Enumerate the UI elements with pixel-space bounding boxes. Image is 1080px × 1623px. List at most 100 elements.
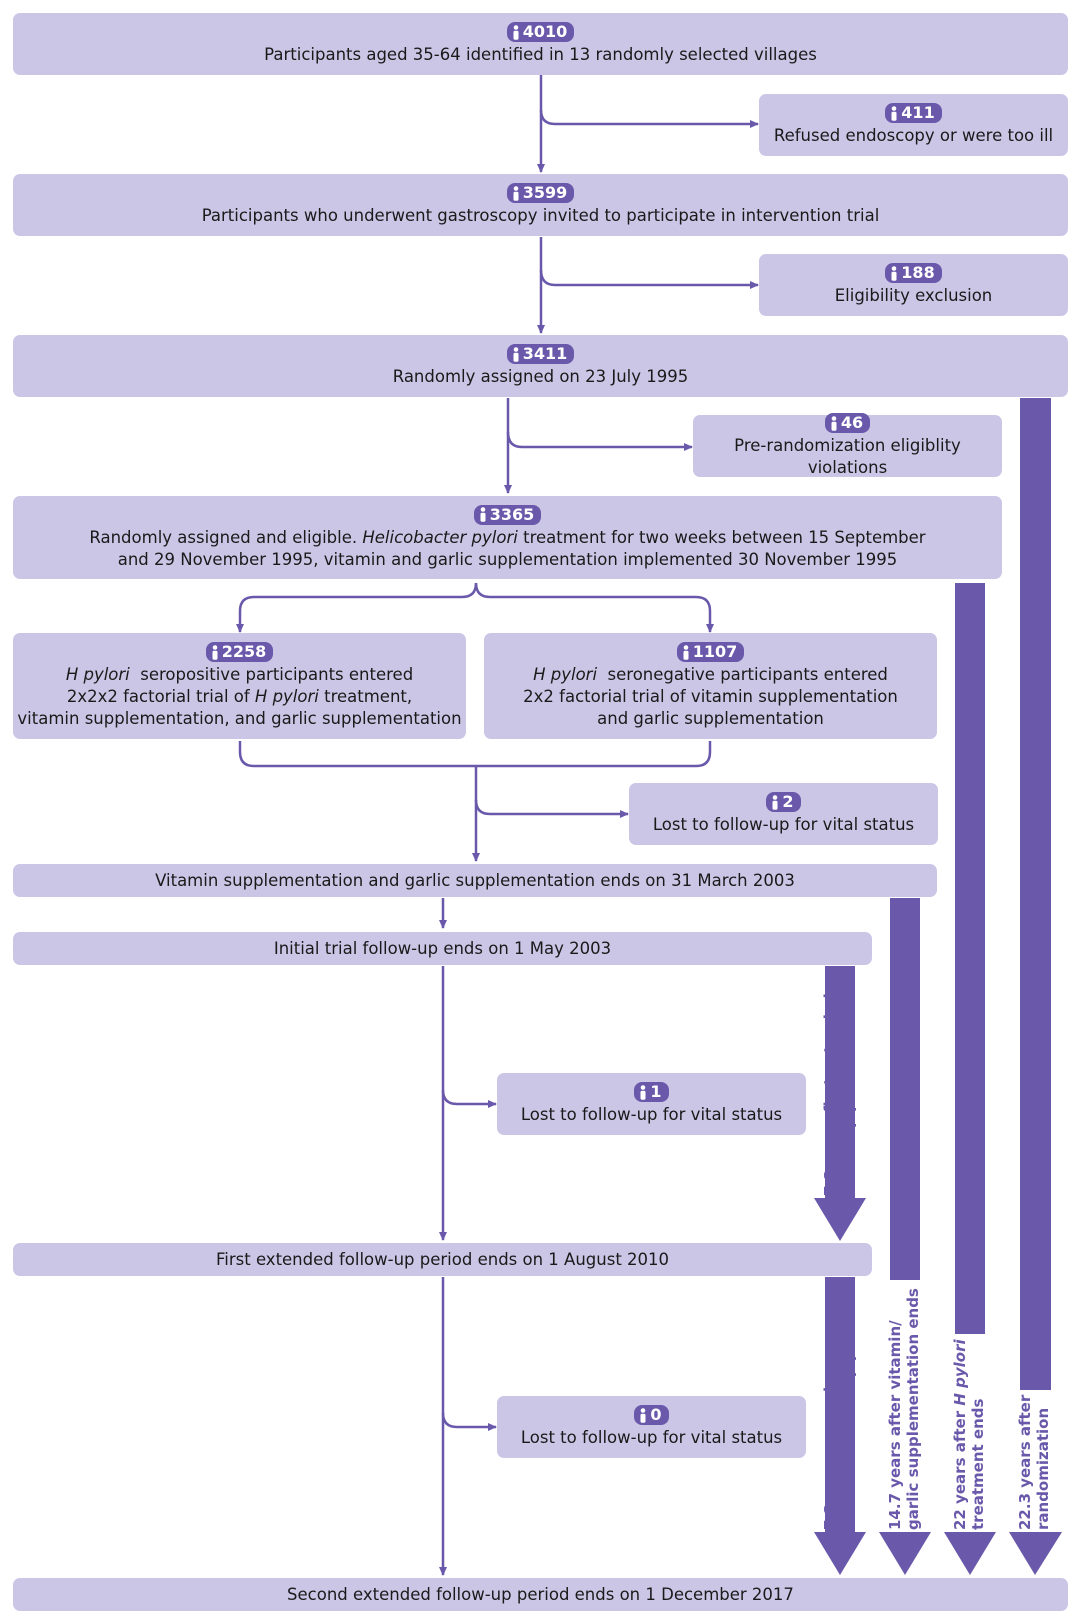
person-icon	[891, 265, 897, 281]
count-badge: 4010	[506, 22, 575, 42]
arrow-to-lost-2	[474, 799, 629, 818]
box-supplementation-ends: Vitamin supplementation and garlic suppl…	[13, 864, 937, 897]
count-badge: 3365	[473, 504, 542, 525]
box-second-extended-ends: Second extended follow-up period ends on…	[13, 1578, 1068, 1611]
box-text: Lost to follow-up for vital status	[520, 1428, 783, 1447]
box-lost-followup-2: 2 Lost to follow-up for vital status	[629, 783, 938, 845]
label-line: treatment ends	[969, 1398, 987, 1530]
count-badge: 1	[634, 1082, 669, 1102]
box-text: Randomly assigned on 23 July 1995	[392, 367, 689, 386]
box-text: Participants aged 35-64 identified in 13…	[264, 45, 817, 64]
count-value: 4010	[522, 22, 568, 41]
text-segment-italic: H pylori	[533, 665, 598, 684]
period-label-vitamin-garlic: 14.7 years after vitamin/ garlic supplem…	[886, 1288, 922, 1530]
box-text: Participants who underwent gastroscopy i…	[201, 206, 880, 225]
arrow-to-46	[506, 431, 693, 451]
person-icon	[891, 105, 897, 121]
split-connector	[236, 582, 478, 633]
period-label-h-pylori: 22 years after H pylori treatment ends	[951, 1339, 987, 1530]
text-segment-italic: H pylori	[951, 1339, 969, 1406]
box-text-line1: H pylori seronegative participants enter…	[533, 664, 888, 686]
count-badge: 46	[824, 413, 871, 433]
arrow-to-188	[539, 269, 759, 289]
text-segment: seropositive participants entered	[129, 665, 414, 684]
box-text-line3: vitamin supplementation, and garlic supp…	[17, 709, 462, 728]
person-icon	[513, 24, 519, 40]
person-icon	[772, 794, 778, 810]
period-label-second-extended: 7.3 years second extended follow-up peri…	[821, 1307, 857, 1530]
period-bar-first-extended	[814, 966, 866, 1241]
label-line: 14.7 years after vitamin/	[886, 1320, 904, 1530]
person-icon	[513, 346, 519, 362]
count-value: 2	[782, 792, 794, 811]
count-badge: 3599	[506, 183, 575, 203]
count-value: 3599	[522, 183, 568, 202]
box-gastroscopy: 3599 Participants who underwent gastrosc…	[13, 174, 1068, 236]
box-first-extended-ends: First extended follow-up period ends on …	[13, 1243, 872, 1276]
count-value: 411	[901, 103, 935, 122]
box-text-line2: 2x2x2 factorial trial of H pylori treatm…	[67, 686, 412, 708]
box-lost-followup-0: 0 Lost to follow-up for vital status	[497, 1396, 806, 1458]
person-icon	[212, 644, 218, 660]
label-line: 7.3 years second	[821, 1386, 839, 1530]
person-icon	[683, 644, 689, 660]
label-line: 22.3 years after	[1016, 1394, 1034, 1530]
box-assigned-eligible: 3365 Randomly assigned and eligible. Hel…	[13, 496, 1002, 579]
period-label-first-extended: 7.3 years first extended follow-up perio…	[821, 993, 857, 1196]
box-text-line2: 2x2 factorial trial of vitamin supplemen…	[523, 687, 898, 706]
arrow-to-lost-1	[441, 1089, 497, 1108]
box-text-line2: and 29 November 1995, vitamin and garlic…	[117, 549, 898, 569]
arrow-to-411	[539, 109, 759, 128]
period-bar-h-pylori	[955, 583, 985, 1334]
text-segment-italic: H pylori	[65, 665, 130, 684]
box-seropositive: 2258 H pylori seropositive participants …	[13, 633, 466, 739]
box-refused: 411 Refused endoscopy or were too ill	[759, 94, 1068, 156]
box-text: Pre-randomization eligiblity violations	[734, 436, 961, 477]
label-line: follow-up period	[839, 1057, 857, 1196]
period-bar-randomization	[1020, 398, 1051, 1390]
box-initial-followup-ends: Initial trial follow-up ends on 1 May 20…	[13, 932, 872, 965]
box-eligibility-violations: 46 Pre-randomization eligiblity violatio…	[693, 413, 1002, 477]
box-randomly-assigned: 3411 Randomly assigned on 23 July 1995	[13, 335, 1068, 397]
box-text: Eligibility exclusion	[834, 286, 993, 305]
text-segment: 22 years after	[951, 1405, 969, 1530]
period-bar-second-extended	[814, 1277, 866, 1575]
count-value: 0	[650, 1405, 662, 1424]
person-icon	[640, 1407, 646, 1423]
count-value: 1	[650, 1082, 662, 1101]
arrow-to-lost-0	[441, 1412, 497, 1431]
label-line: garlic supplementation ends	[904, 1288, 922, 1530]
text-segment: Randomly assigned and eligible.	[89, 527, 363, 547]
box-text: First extended follow-up period ends on …	[215, 1249, 670, 1269]
person-icon	[640, 1084, 646, 1100]
count-badge: 1107	[676, 642, 745, 662]
box-text: Second extended follow-up period ends on…	[287, 1584, 794, 1604]
box-identified: 4010 Participants aged 35-64 identified …	[13, 13, 1068, 75]
label-line: 7.3 years first extended	[821, 993, 839, 1196]
box-text: Lost to follow-up for vital status	[652, 815, 915, 834]
label-line: randomization	[1034, 1407, 1052, 1530]
text-segment-italic: H pylori	[254, 687, 319, 706]
count-value: 2258	[221, 642, 267, 661]
period-label-randomization: 22.3 years after randomization	[1016, 1395, 1052, 1530]
person-icon	[513, 185, 519, 201]
count-value: 3365	[489, 504, 535, 524]
box-eligibility-exclusion: 188 Eligibility exclusion	[759, 254, 1068, 316]
text-segment: treatment,	[318, 687, 413, 706]
count-badge: 0	[634, 1405, 669, 1425]
count-badge: 3411	[506, 344, 575, 364]
box-text-line1: Randomly assigned and eligible. Helicoba…	[89, 527, 925, 549]
person-icon	[831, 415, 837, 431]
count-badge: 2258	[205, 642, 274, 662]
box-text-line3: and garlic supplementation	[597, 709, 824, 728]
box-lost-followup-1: 1 Lost to follow-up for vital status	[497, 1073, 806, 1135]
box-text: Refused endoscopy or were too ill	[773, 126, 1054, 145]
count-badge: 188	[885, 263, 942, 283]
count-badge: 2	[766, 792, 801, 812]
box-text: Lost to follow-up for vital status	[520, 1105, 783, 1124]
box-text-line1: H pylori seropositive participants enter…	[66, 664, 413, 686]
count-value: 188	[901, 263, 935, 282]
period-bar-vitamin-garlic	[890, 898, 920, 1280]
count-value: 46	[840, 413, 864, 432]
